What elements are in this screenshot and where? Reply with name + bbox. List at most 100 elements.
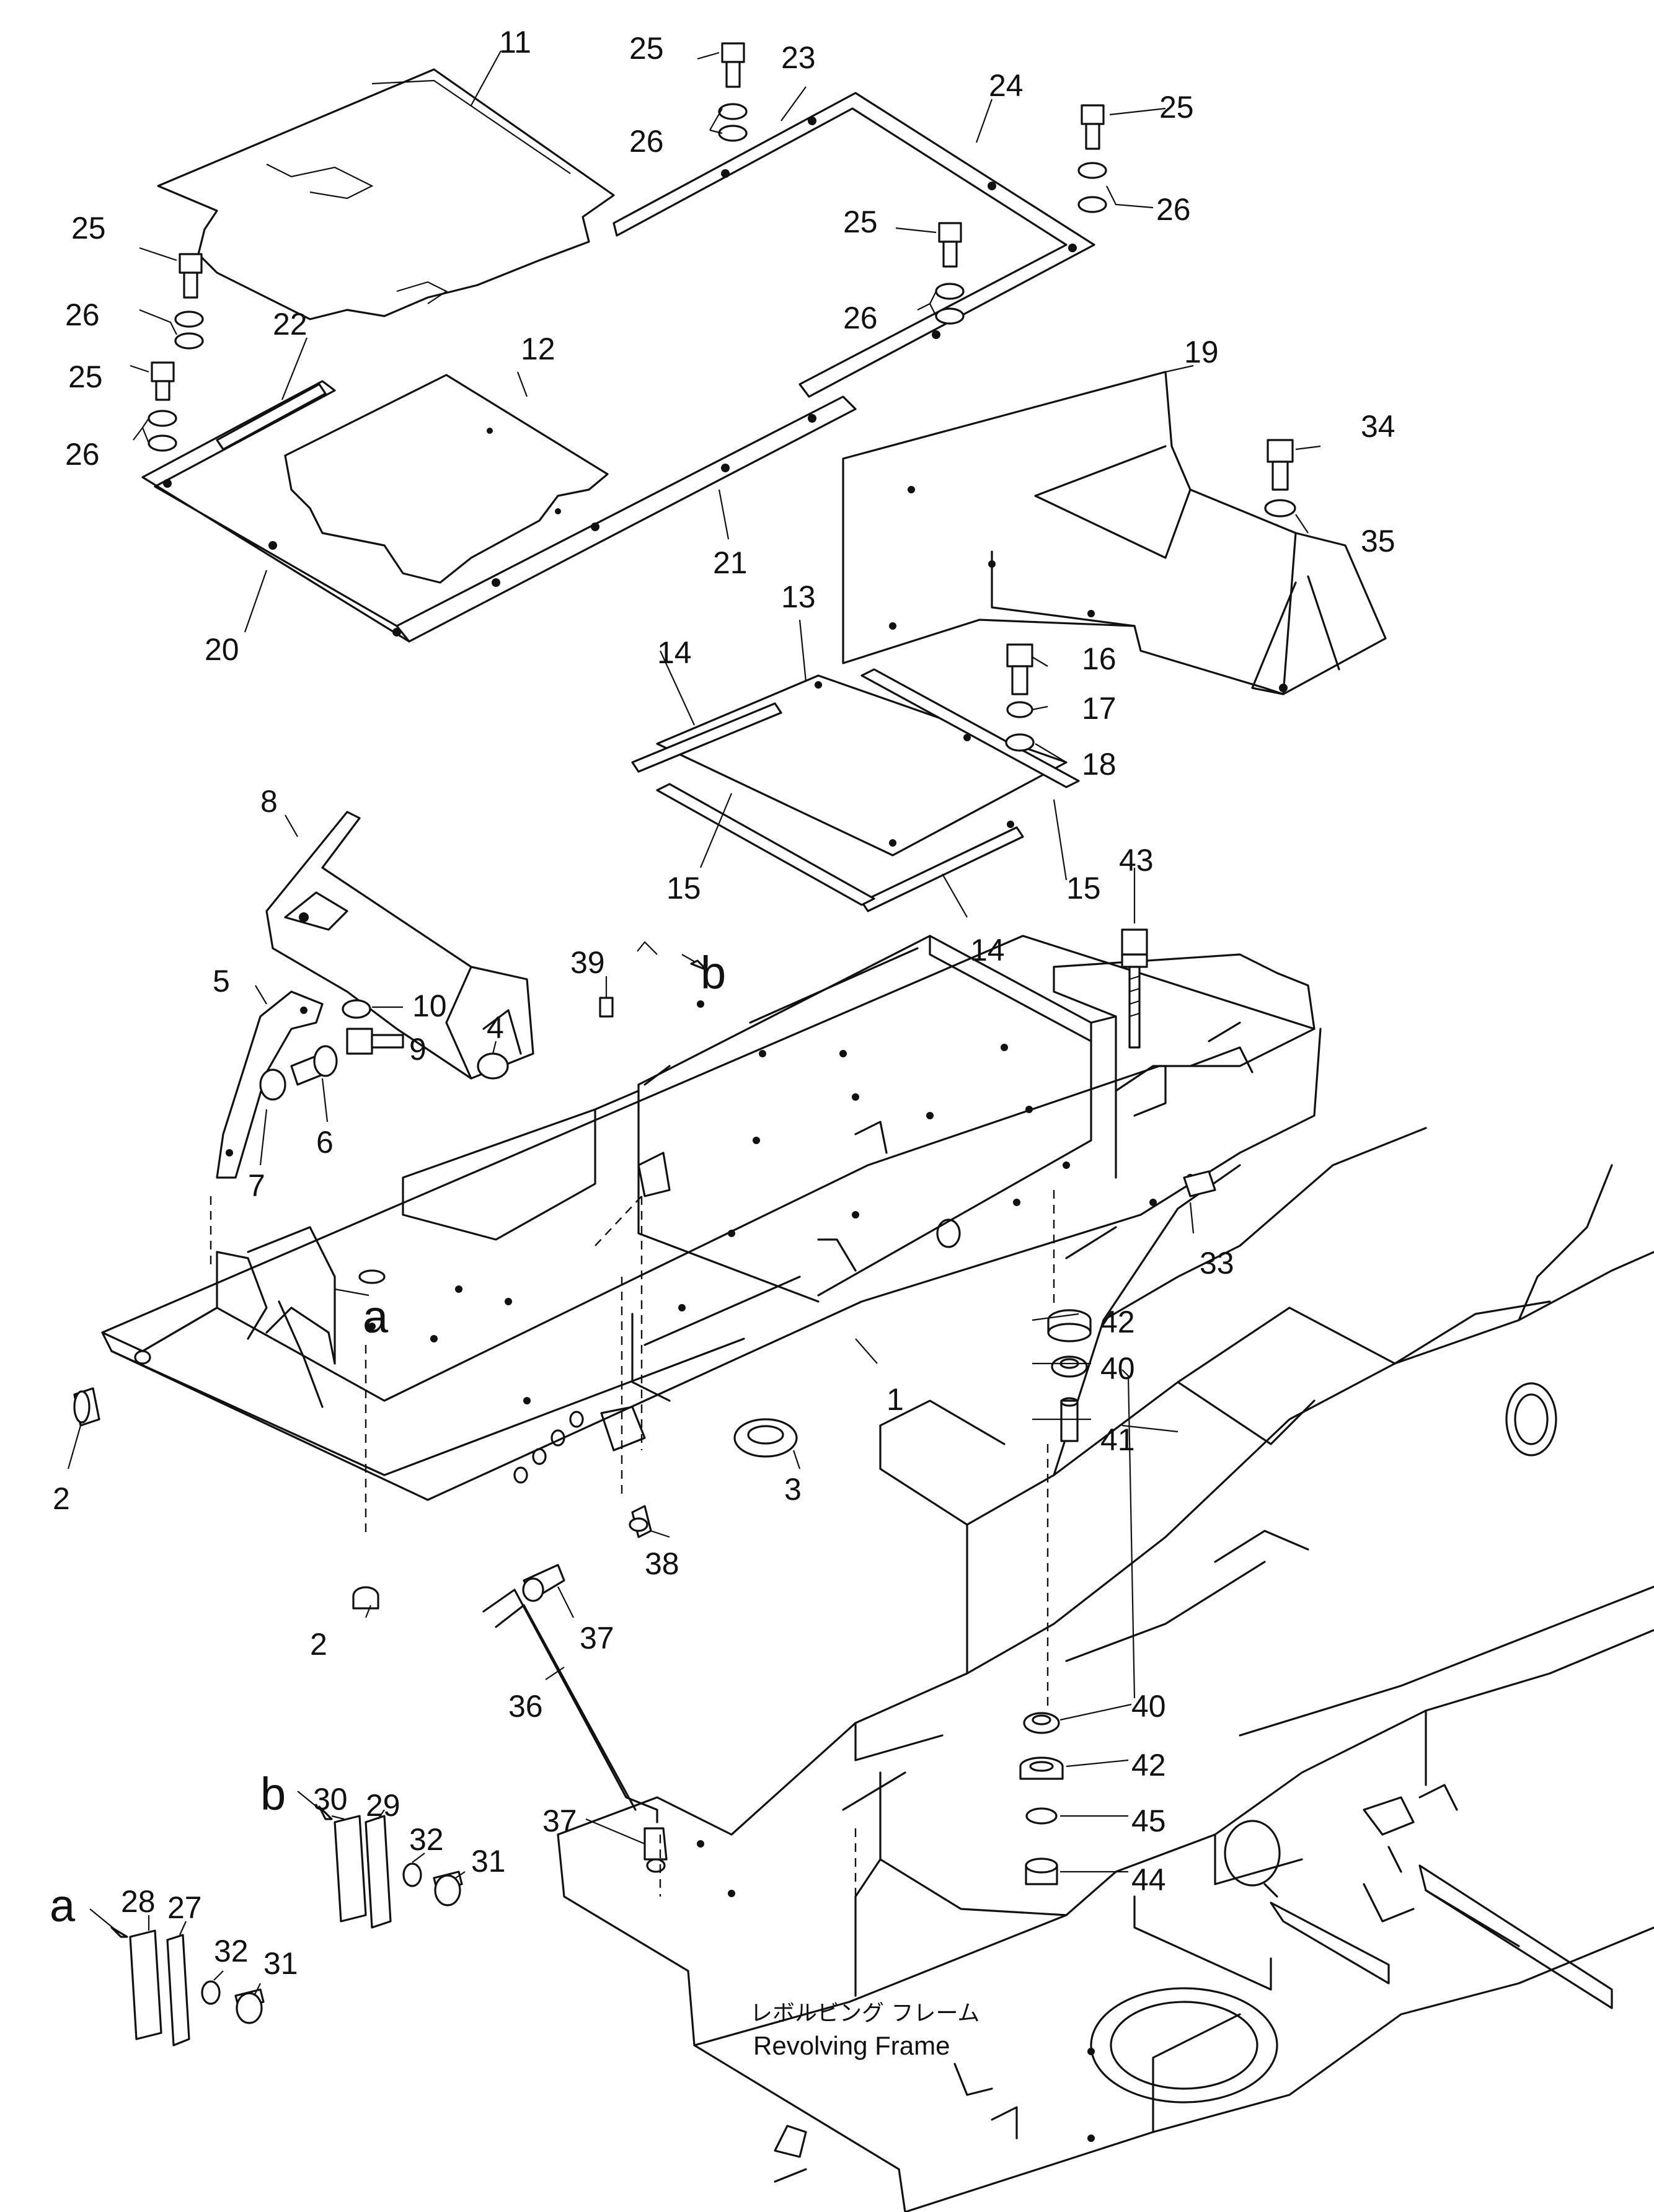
frame-part-23-24	[613, 92, 1095, 398]
bracket-part-5	[216, 990, 324, 1179]
strip-part-14-right	[860, 826, 1024, 912]
callout-33: 33	[1200, 1246, 1234, 1280]
bolt-part-25-e	[151, 361, 175, 401]
callout-44: 44	[1131, 1862, 1166, 1897]
bolt-part-25-c	[938, 222, 962, 268]
strip-part-15-left	[656, 783, 875, 906]
bolt-part-25-a	[721, 42, 745, 88]
callout-26: 26	[629, 124, 664, 159]
callout-42: 42	[1131, 1748, 1166, 1782]
mount-stack	[1121, 953, 1148, 1049]
callout-25: 25	[68, 359, 103, 394]
callout-16: 16	[1082, 641, 1117, 676]
callout-37: 37	[542, 1804, 577, 1838]
plate-part-29	[365, 1815, 392, 1929]
pipe-part-36	[482, 1588, 658, 1823]
callout-14: 14	[657, 635, 692, 670]
bolt-part-43	[1121, 928, 1148, 956]
callout-43: 43	[1119, 843, 1154, 878]
callout-3: 3	[784, 1472, 802, 1507]
callout-45: 45	[1131, 1804, 1166, 1838]
washers-part-26-a	[718, 103, 748, 142]
bolt-part-16	[1006, 643, 1033, 695]
fitting-part-37-upper	[522, 1564, 565, 1602]
callout-25: 25	[843, 205, 878, 239]
washer-part-45	[1025, 1807, 1058, 1825]
bolt-part-9	[346, 1028, 404, 1055]
washer-part-32-a	[201, 1980, 221, 2005]
callout-20: 20	[205, 632, 239, 667]
callout-25: 25	[71, 211, 106, 245]
plate-part-13	[656, 674, 1068, 857]
plug-part-39	[599, 997, 614, 1018]
view-marker-a: a	[363, 1291, 389, 1342]
callout-25: 25	[1159, 90, 1194, 125]
cushion-part-33	[1183, 1170, 1216, 1197]
callout-40: 40	[1131, 1689, 1166, 1724]
plug-part-2-bottom	[352, 1586, 379, 1610]
view-marker-a: a	[50, 1880, 76, 1931]
view-marker-b: b	[701, 947, 726, 998]
strip-part-14-left	[631, 702, 782, 773]
callout-23: 23	[781, 40, 816, 75]
washer-part-17	[1006, 701, 1033, 718]
callout-15: 15	[666, 871, 701, 906]
callout-28: 28	[121, 1884, 156, 1919]
callout-19: 19	[1184, 335, 1219, 369]
revolving-frame	[557, 1127, 1654, 2212]
plate-part-27	[166, 1934, 190, 2047]
callout-6: 6	[316, 1125, 334, 1160]
bolt-part-31-a	[234, 1988, 265, 2024]
bolt-part-34	[1267, 439, 1294, 491]
plug-part-2-left	[73, 1387, 100, 1427]
nut-part-44	[1025, 1857, 1058, 1885]
floor-plate-part-12	[284, 374, 609, 584]
bolt-part-25-d	[179, 253, 203, 299]
main-frame-part-1	[101, 935, 1322, 1501]
callout-26: 26	[843, 301, 878, 335]
block-part-30	[334, 1815, 367, 1923]
callout-14: 14	[970, 933, 1005, 967]
callout-40: 40	[1100, 1351, 1135, 1386]
bolt-part-6	[290, 1045, 338, 1086]
callout-10: 10	[412, 989, 447, 1023]
callout-1: 1	[887, 1382, 904, 1417]
washer-part-18	[1005, 733, 1035, 752]
callout-4: 4	[487, 1010, 504, 1045]
frame-caption-japanese: レボルビング フレーム	[750, 2001, 980, 2026]
callout-30: 30	[313, 1782, 348, 1817]
callout-22: 22	[273, 307, 307, 341]
callout-31: 31	[471, 1844, 506, 1879]
mount-part-40-lower	[1023, 1712, 1060, 1734]
callout-37: 37	[580, 1621, 614, 1655]
callout-12: 12	[521, 332, 555, 366]
bolt-part-31-b	[433, 1871, 463, 1906]
callout-13: 13	[781, 579, 816, 614]
washer-part-32-b	[402, 1862, 422, 1887]
callout-29: 29	[366, 1788, 400, 1823]
callout-7: 7	[248, 1168, 265, 1203]
callout-32: 32	[214, 1934, 249, 1968]
grommet-part-4	[477, 1052, 509, 1080]
bolt-part-25-b	[1081, 104, 1105, 150]
callout-26: 26	[65, 297, 100, 332]
callout-9: 9	[409, 1032, 427, 1067]
callout-41: 41	[1100, 1422, 1135, 1457]
callout-11: 11	[499, 25, 531, 59]
callout-21: 21	[713, 545, 748, 580]
callout-2: 2	[53, 1481, 70, 1516]
callout-2: 2	[310, 1627, 327, 1662]
washers-part-26-b	[1077, 162, 1107, 213]
callout-26: 26	[65, 437, 100, 472]
callout-8: 8	[260, 784, 278, 819]
floor-mat-part-11	[157, 68, 615, 320]
callout-42: 42	[1100, 1305, 1135, 1339]
washer-part-10	[342, 999, 371, 1019]
callout-35: 35	[1361, 524, 1395, 558]
collar-part-41	[1060, 1399, 1079, 1442]
mount-part-42-upper	[1047, 1309, 1092, 1342]
callout-38: 38	[645, 1546, 679, 1581]
callout-25: 25	[629, 31, 664, 66]
strip-part-15-right	[860, 668, 1080, 788]
